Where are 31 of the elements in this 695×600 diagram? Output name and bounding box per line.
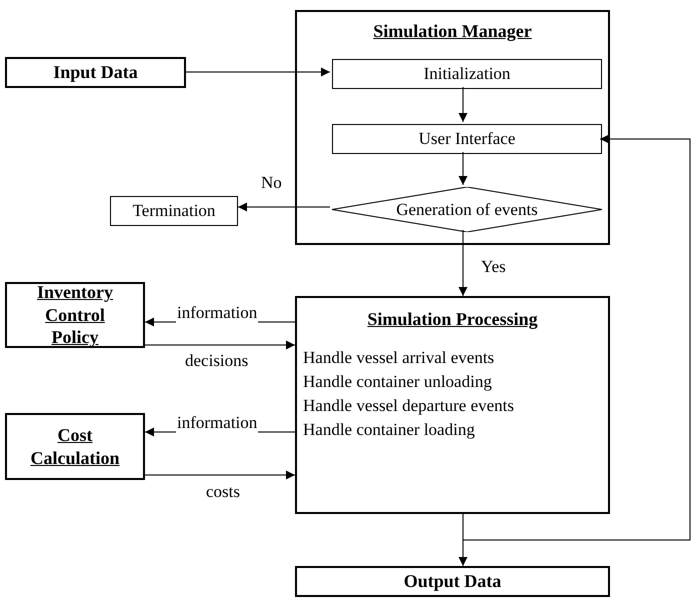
process-box	[5, 282, 145, 348]
arrow	[186, 68, 330, 76]
arrow	[238, 202, 330, 212]
process-box	[5, 413, 145, 480]
box-label: Initialization	[424, 63, 510, 85]
group-box	[295, 10, 610, 245]
decision-label: Generation of events	[396, 198, 538, 220]
process-box	[110, 196, 238, 226]
process-box	[5, 57, 186, 88]
task-text: Handle container loading	[302, 419, 475, 440]
task-text: Handle vessel departure events	[302, 395, 514, 416]
arrow	[144, 340, 296, 350]
process-box	[295, 296, 610, 514]
box-heading: Simulation Manager	[373, 20, 532, 42]
process-box	[332, 59, 602, 89]
process-box	[295, 566, 610, 597]
box-label: Inventory Control Policy	[36, 281, 114, 349]
box-label: Cost Calculation	[29, 424, 120, 469]
box-label: Termination	[132, 200, 216, 222]
arrow	[458, 230, 468, 296]
arrow	[458, 86, 468, 122]
box-label: Output Data	[404, 570, 502, 593]
box-label: Input Data	[53, 61, 138, 84]
task-text: Handle vessel arrival events	[302, 346, 494, 368]
task-text: Handle container unloading	[302, 370, 492, 392]
box-label: User Interface	[418, 128, 516, 150]
box-heading: Simulation Processing	[367, 308, 538, 330]
process-box	[332, 124, 602, 154]
arrow	[462, 134, 690, 540]
arrow	[458, 152, 468, 186]
arrow	[144, 470, 296, 480]
